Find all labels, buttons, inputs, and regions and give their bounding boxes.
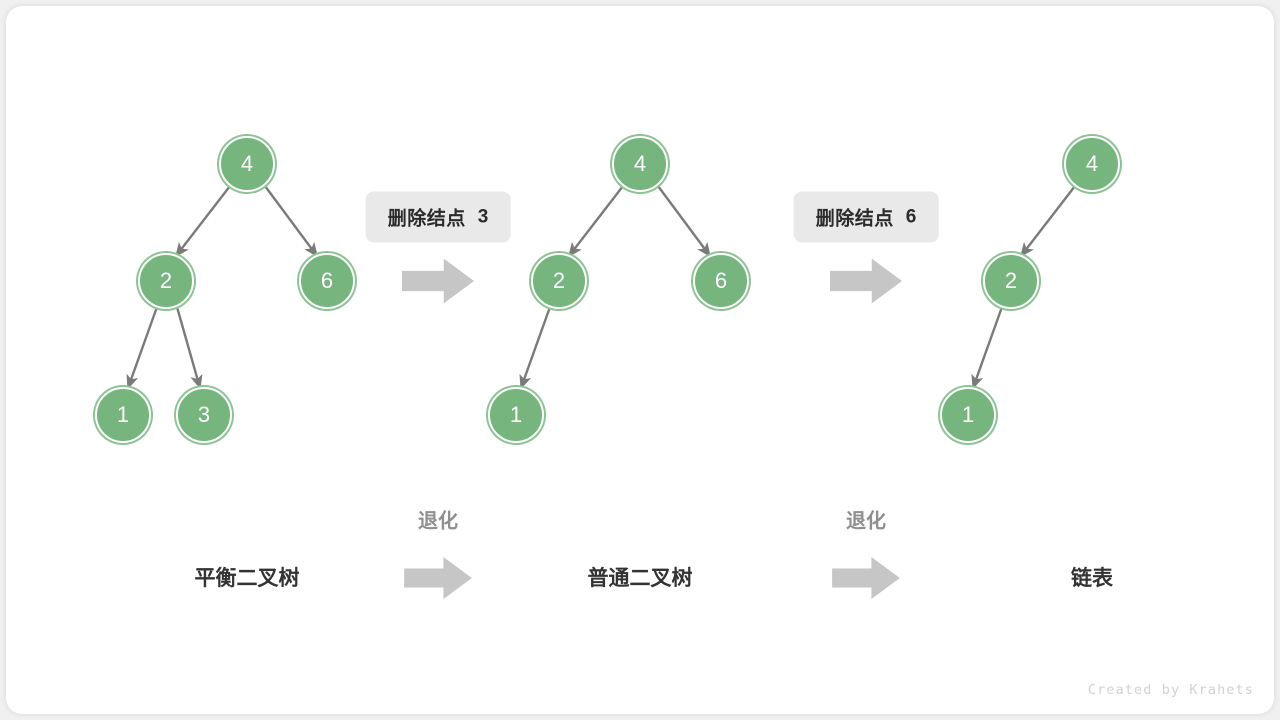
tree-node: 1 bbox=[95, 387, 151, 443]
tree-edge bbox=[175, 306, 203, 390]
stage-caption: 普通二叉树 bbox=[587, 567, 693, 590]
operation-value: 3 bbox=[477, 206, 489, 227]
stage-caption: 链表 bbox=[1071, 567, 1113, 590]
tree-node-label: 2 bbox=[552, 268, 566, 293]
tree-node: 4 bbox=[219, 136, 275, 192]
operation-label: 删除结点 bbox=[815, 208, 894, 230]
stage-caption: 平衡二叉树 bbox=[194, 567, 300, 590]
tree-node: 4 bbox=[612, 136, 668, 192]
tree-node-label: 4 bbox=[1085, 151, 1099, 176]
operation-pill: 删除结点 3 bbox=[365, 191, 511, 243]
tree-node-label: 2 bbox=[159, 268, 173, 293]
tree-node-label: 4 bbox=[633, 151, 647, 176]
tree-node-label: 4 bbox=[240, 151, 254, 176]
tree-node: 1 bbox=[488, 387, 544, 443]
tree-node-label: 3 bbox=[197, 402, 211, 427]
tree-node-label: 1 bbox=[509, 402, 523, 427]
tree-node-label: 6 bbox=[320, 268, 334, 293]
tree-edge bbox=[971, 306, 1004, 390]
tree-edge bbox=[1020, 185, 1076, 258]
degrade-arrow-icon bbox=[404, 557, 472, 599]
tree-edge bbox=[568, 185, 624, 258]
operation-label: 删除结点 bbox=[387, 208, 466, 230]
tree-node-label: 1 bbox=[961, 402, 975, 427]
tree-node: 2 bbox=[983, 253, 1039, 309]
tree-edge bbox=[126, 306, 159, 390]
tree-edge bbox=[175, 185, 231, 258]
tree-edge bbox=[657, 185, 711, 258]
tree-node: 6 bbox=[299, 253, 355, 309]
transform-arrow-icon bbox=[830, 258, 902, 304]
tree-node: 2 bbox=[138, 253, 194, 309]
degrade-label: 退化 bbox=[418, 510, 458, 533]
degrade-arrow-icon bbox=[832, 557, 900, 599]
tree-node: 2 bbox=[531, 253, 587, 309]
tree-node-label: 1 bbox=[116, 402, 130, 427]
tree-node-label: 6 bbox=[714, 268, 728, 293]
tree-node: 3 bbox=[176, 387, 232, 443]
degrade-label: 退化 bbox=[846, 510, 886, 533]
operation-pill: 删除结点 6 bbox=[793, 191, 939, 243]
tree-edge bbox=[264, 185, 318, 258]
transform-arrow-icon bbox=[402, 258, 474, 304]
operation-value: 6 bbox=[905, 206, 917, 227]
tree-node: 4 bbox=[1064, 136, 1120, 192]
tree-node: 1 bbox=[940, 387, 996, 443]
tree-edge bbox=[519, 306, 552, 390]
tree-node-label: 2 bbox=[1004, 268, 1018, 293]
watermark-credit: Created by Krahets bbox=[1087, 682, 1254, 698]
figure-card bbox=[6, 6, 1274, 714]
tree-node: 6 bbox=[693, 253, 749, 309]
